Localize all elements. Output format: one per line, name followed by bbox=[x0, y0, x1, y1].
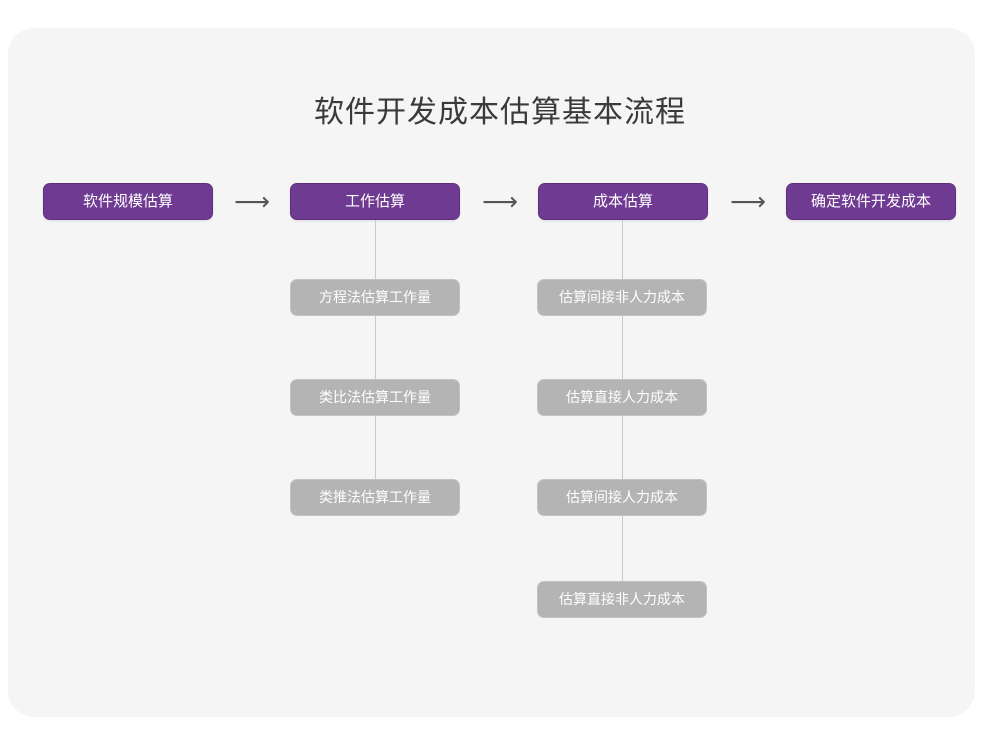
connector-line-effort bbox=[375, 220, 376, 499]
substep-effort-inference-method[interactable]: 类推法估算工作量 bbox=[290, 479, 460, 516]
flow-stage-software-scale-estimation[interactable]: 软件规模估算 bbox=[43, 183, 213, 220]
substep-effort-analogy-method[interactable]: 类比法估算工作量 bbox=[290, 379, 460, 416]
flow-arrow-icon-3: ⟶ bbox=[730, 188, 766, 216]
substep-cost-direct-nonlabor[interactable]: 估算直接非人力成本 bbox=[537, 581, 707, 618]
flow-arrow-icon-1: ⟶ bbox=[234, 188, 270, 216]
flow-stage-effort-estimation[interactable]: 工作估算 bbox=[290, 183, 460, 220]
flow-stage-determine-development-cost[interactable]: 确定软件开发成本 bbox=[786, 183, 956, 220]
diagram-card bbox=[8, 28, 975, 717]
substep-cost-indirect-nonlabor[interactable]: 估算间接非人力成本 bbox=[537, 279, 707, 316]
substep-effort-equation-method[interactable]: 方程法估算工作量 bbox=[290, 279, 460, 316]
substep-cost-indirect-labor[interactable]: 估算间接人力成本 bbox=[537, 479, 707, 516]
substep-cost-direct-labor[interactable]: 估算直接人力成本 bbox=[537, 379, 707, 416]
flow-arrow-icon-2: ⟶ bbox=[482, 188, 518, 216]
page-title: 软件开发成本估算基本流程 bbox=[314, 96, 686, 129]
flow-stage-cost-estimation[interactable]: 成本估算 bbox=[538, 183, 708, 220]
